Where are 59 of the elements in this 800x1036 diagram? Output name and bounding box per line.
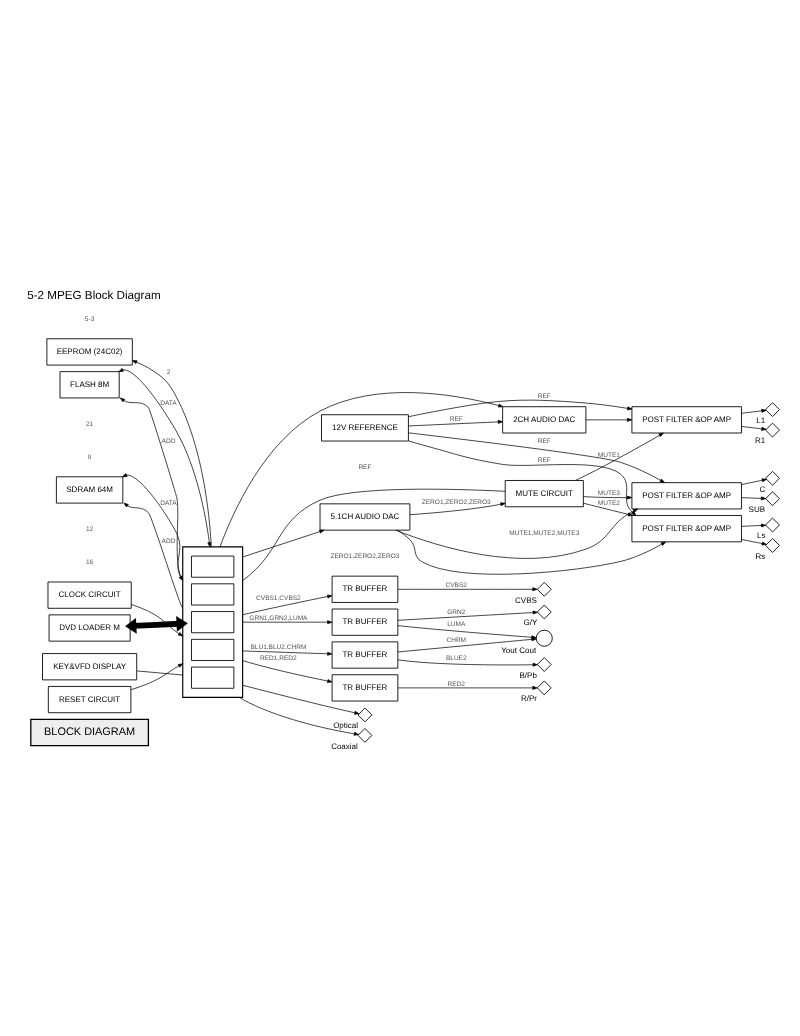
arrow (242, 683, 360, 714)
arrow (574, 431, 664, 480)
arrow (583, 501, 634, 516)
node-diamond (765, 421, 780, 437)
node-diamond (765, 469, 780, 485)
arrow (397, 609, 538, 620)
node-diamond (357, 727, 373, 742)
node-box (191, 665, 235, 688)
arrow (397, 528, 666, 574)
arrow (741, 407, 767, 413)
arrow (397, 624, 537, 639)
arrow (741, 425, 767, 430)
node-box (191, 610, 235, 633)
node-diamond (536, 656, 552, 671)
arrow (125, 614, 188, 633)
arrow (118, 367, 212, 547)
arrow (239, 696, 360, 735)
connector (136, 669, 184, 675)
arrow (242, 619, 333, 624)
arrow (122, 472, 184, 580)
arrow (397, 636, 537, 652)
arrow (132, 359, 212, 547)
node-diamond (536, 603, 552, 619)
arrow (242, 593, 333, 615)
arrow (242, 528, 325, 557)
arrow (119, 396, 184, 580)
node-diamond (765, 516, 780, 532)
arrow (741, 522, 767, 527)
connector (242, 487, 506, 580)
arrow (123, 501, 184, 608)
arrow (395, 507, 639, 558)
arrow (130, 662, 184, 690)
node-box (191, 582, 235, 605)
arrow (242, 649, 333, 655)
arrow (408, 439, 637, 515)
node-diamond (765, 490, 780, 506)
arrow (408, 431, 665, 482)
arrow (741, 477, 767, 484)
arrow (741, 538, 767, 545)
arrow (585, 416, 633, 421)
node-diamond (357, 706, 373, 722)
arrow (219, 391, 504, 547)
arrow (397, 586, 538, 591)
node-box (191, 637, 235, 660)
arrow (409, 501, 506, 515)
arrow (130, 603, 184, 636)
arrow (408, 419, 503, 426)
arrow (242, 659, 333, 682)
node-diamond (536, 580, 552, 596)
arrow (397, 658, 538, 666)
arrow (408, 398, 633, 417)
node-diamond (765, 401, 780, 416)
node-diamond (765, 537, 780, 552)
arrow (583, 494, 633, 499)
node-circle (535, 628, 553, 646)
arrow (397, 685, 538, 689)
node-diamond (536, 679, 552, 695)
node-box (191, 554, 235, 577)
arrow (741, 495, 767, 500)
